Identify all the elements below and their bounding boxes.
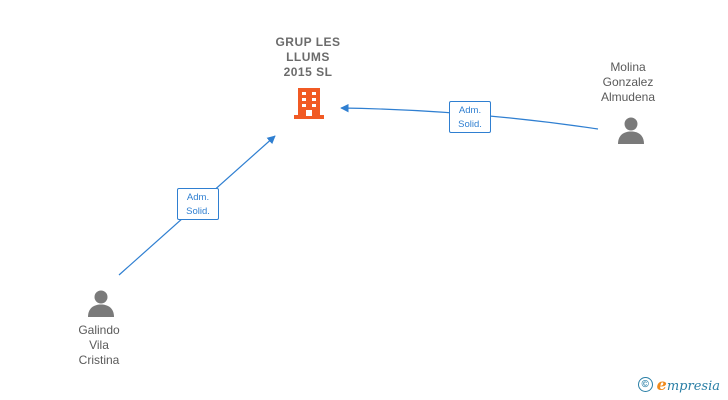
person-name-molina[interactable]: Molina Gonzalez Almudena xyxy=(573,60,683,105)
person-icon[interactable] xyxy=(617,116,645,149)
edge-label-line: Adm. xyxy=(458,105,482,116)
brand-name: empresia xyxy=(657,375,720,394)
brand-rest: mpresia xyxy=(666,379,720,394)
person-name-line: Vila xyxy=(89,338,109,352)
company-name[interactable]: GRUP LES LLUMS 2015 SL xyxy=(248,35,368,80)
person-name-line: Molina xyxy=(610,60,646,74)
edge-label-galindo[interactable]: Adm. Solid. xyxy=(177,188,219,220)
person-name-line: Galindo xyxy=(78,323,120,337)
person-name-line: Almudena xyxy=(600,90,656,104)
edge-label-line: Adm. xyxy=(186,192,210,203)
person-name-line: Cristina xyxy=(78,353,120,367)
edge-label-line: Solid. xyxy=(186,206,210,217)
edge-label-molina[interactable]: Adm. Solid. xyxy=(449,101,491,133)
person-name-line: Gonzalez xyxy=(602,75,654,89)
brand-logo[interactable]: © empresia xyxy=(637,375,720,394)
company-name-line-1: GRUP LES xyxy=(275,35,341,49)
edge-label-line: Solid. xyxy=(458,119,482,130)
company-name-line-2: LLUMS xyxy=(286,50,330,64)
company-name-line-3: 2015 SL xyxy=(283,65,333,79)
brand-first-letter: e xyxy=(656,375,667,394)
building-icon[interactable] xyxy=(293,86,325,125)
person-icon[interactable] xyxy=(87,289,115,322)
person-name-galindo[interactable]: Galindo Vila Cristina xyxy=(44,323,154,368)
copyright-icon: © xyxy=(637,377,653,392)
